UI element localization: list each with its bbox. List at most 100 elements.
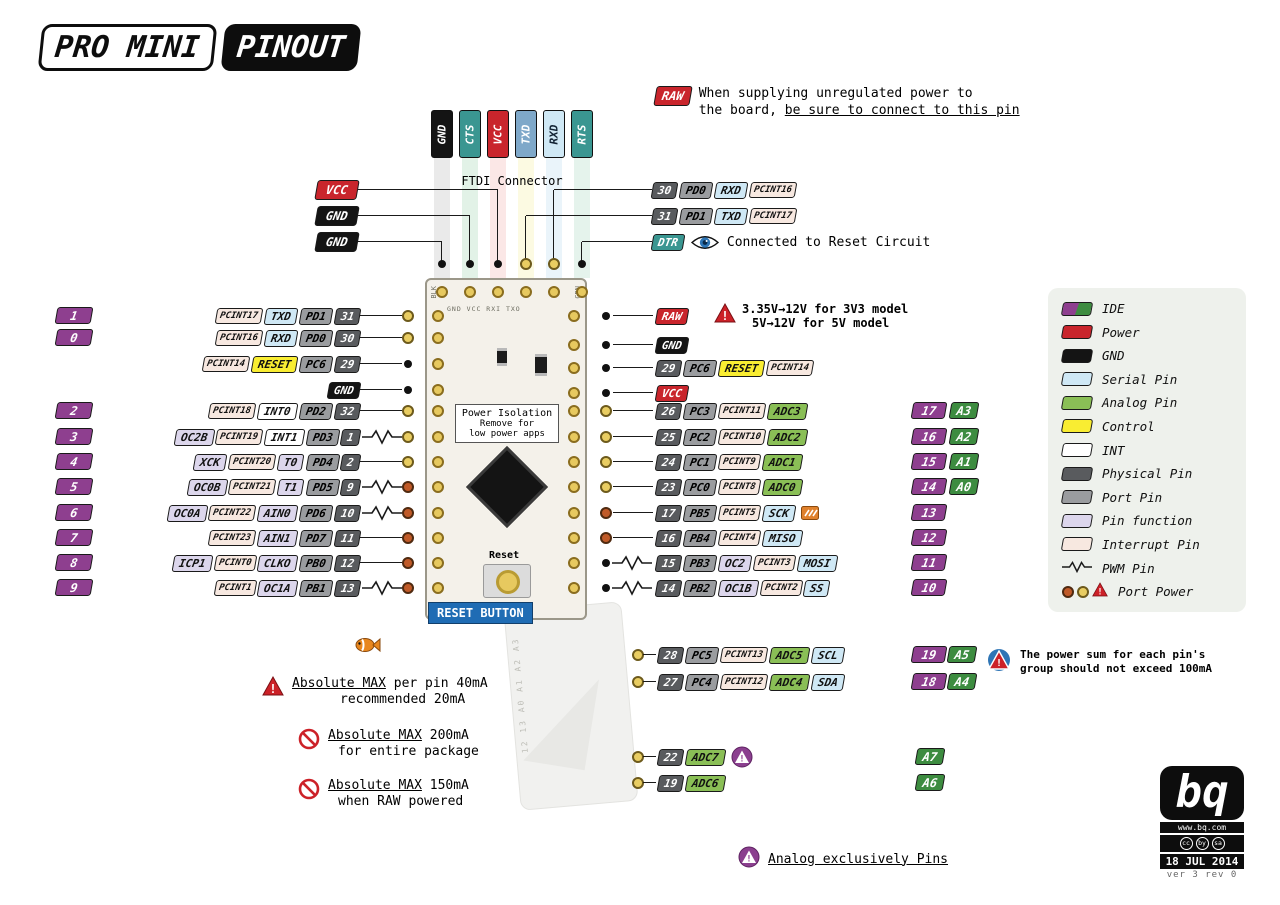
legend-swatch [1060,419,1094,434]
raw-note: RAW When supplying unregulated power to … [653,86,1020,120]
legend-item: Pin function [1060,513,1232,529]
ftdi-header-dot [574,256,590,272]
ftdi-left-label: GND [0,206,360,226]
connector-line [497,190,498,264]
svg-text:!: ! [746,855,751,865]
pin-tag-13: 13 [333,579,362,597]
analog-pin-badge: A0 [948,478,980,495]
pin-tag-pcint5: PCINT5 [717,505,762,521]
analog-pin-badge: A2 [948,428,980,445]
ide-pin-badge: 16 [910,428,948,445]
reset-button-cap [496,570,520,594]
solder-pad-dot [402,557,414,569]
pwm-wave-icon [362,429,402,449]
pin-tag-txd: TXD [263,307,299,325]
pin-tag-pc6: PC6 [682,359,718,377]
ide-pin-badge: 12 [910,529,948,546]
solder-pad-dot [600,431,612,443]
pin-tag-22: 22 [656,748,685,766]
pin-tag-pd3: PD3 [305,428,340,446]
board-bottom-ghost: 12 13 A0 A1 A2 A3 [503,601,639,811]
board-pad [568,507,580,519]
pin-tag-pcint0: PCINT0 [213,555,257,571]
no-icon [298,728,320,755]
pin-tag-pb2: PB2 [682,579,718,597]
logo: PRO MINI PINOUT [37,24,362,71]
legend-label: INT [1102,442,1125,458]
pin-tag-oc2: OC2 [717,554,753,572]
ide-pin-badge: 10 [910,579,948,596]
connector-line [358,189,498,190]
connector-line [525,216,526,264]
warning-triangle-icon: ! [1092,582,1108,601]
pin-tag-reset: RESET [717,359,766,377]
ide-pin-badge: 13 [910,504,948,521]
legend-label: Pin function [1102,513,1193,529]
pin-tag-pcint21: PCINT21 [227,479,277,495]
ftdi-header-dot [434,256,450,272]
pin-tag-9: 9 [339,478,362,496]
board-pad [432,358,444,370]
pwm-wave-icon [612,580,652,600]
legend-item: Control [1060,419,1232,434]
solder-pad-dot [602,559,610,567]
ftdi-pin-cts: CTS [459,110,481,158]
ide-pin-badge: 0 [54,329,94,346]
solder-pad-dot [602,341,610,349]
board-pad [548,286,560,298]
board-pad [432,557,444,569]
board-pad [464,286,476,298]
bq-url: www.bq.com [1160,822,1244,834]
solder-pad-dot [632,649,644,661]
pin-tag-pcint9: PCINT9 [717,454,762,470]
board-pad [568,456,580,468]
logo-pro-mini: PRO MINI [37,24,217,71]
legend-swatch [1060,325,1094,340]
pin-tag-oc1b: OC1B [717,579,760,597]
pin-tag-vcc: VCC [654,384,690,402]
pin-tag-ss: SS [802,579,831,597]
solder-pad-dot [402,456,414,468]
pin-tag-reset: RESET [250,355,299,373]
solder-pad-dot [600,405,612,417]
pin-tag-vcc: VCC [314,180,360,200]
pin-tag-mosi: MOSI [796,554,838,572]
eye-icon [690,234,720,251]
solder-pad-dot [402,532,414,544]
solder-pad-dot [404,360,412,368]
board-pad [568,339,580,351]
pin-tag-pb5: PB5 [682,504,718,522]
right-pin-row: GND [598,335,1280,355]
legend-label: GND [1102,348,1125,364]
pin-tag-pcint8: PCINT8 [717,479,762,495]
pin-tag-sda: SDA [810,673,845,691]
board-pad [568,481,580,493]
board-pad [492,286,504,298]
pin-tag-scl: SCL [810,646,845,664]
board-pad [432,332,444,344]
pin-tag-1: 1 [339,428,362,446]
pwm-wave-icon [362,505,402,525]
pin-tag-30: 30 [333,329,362,347]
pin-tag-oc0b: OC0B [186,478,228,496]
pin-tag-t1: T1 [276,478,305,496]
svg-text:!: ! [269,682,276,696]
solder-pad-dot [402,310,414,322]
legend-swatch [1060,490,1094,505]
solder-pad-dot [600,507,612,519]
